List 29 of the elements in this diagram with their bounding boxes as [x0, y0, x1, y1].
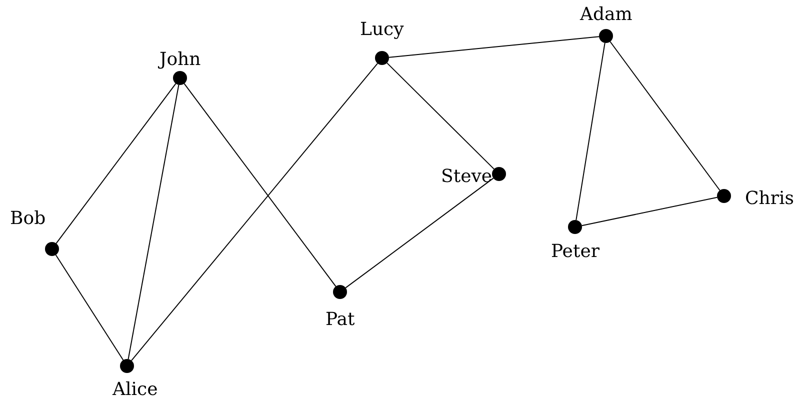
- node-label: Lucy: [360, 20, 404, 40]
- node-label: Pat: [326, 310, 355, 330]
- node-label: Steve: [441, 167, 492, 187]
- connector-line: [184, 83, 336, 287]
- node-dot: [333, 285, 347, 299]
- connector-line: [345, 178, 494, 288]
- node-label: Adam: [580, 5, 632, 25]
- node-dot: [173, 71, 187, 85]
- connector-line: [55, 254, 124, 361]
- connector-line: [610, 41, 720, 191]
- node-label: Peter: [551, 242, 600, 262]
- connector-line: [56, 83, 176, 244]
- connector-line: [128, 84, 180, 360]
- node-dot: [120, 359, 134, 373]
- node-label: John: [160, 50, 201, 70]
- connector-line: [581, 196, 718, 226]
- node-dot: [45, 242, 59, 256]
- connector-line: [386, 62, 495, 170]
- node-label: Alice: [112, 380, 158, 400]
- node-label: Chris: [745, 189, 794, 209]
- node-dot: [568, 220, 582, 234]
- node-dot: [599, 29, 613, 43]
- connector-line: [576, 42, 606, 221]
- node-dot: [717, 189, 731, 203]
- connector-line: [388, 36, 600, 58]
- connector-line: [130, 62, 378, 362]
- node-label: Bob: [10, 209, 46, 229]
- node-dot: [492, 167, 506, 181]
- node-dot: [375, 51, 389, 65]
